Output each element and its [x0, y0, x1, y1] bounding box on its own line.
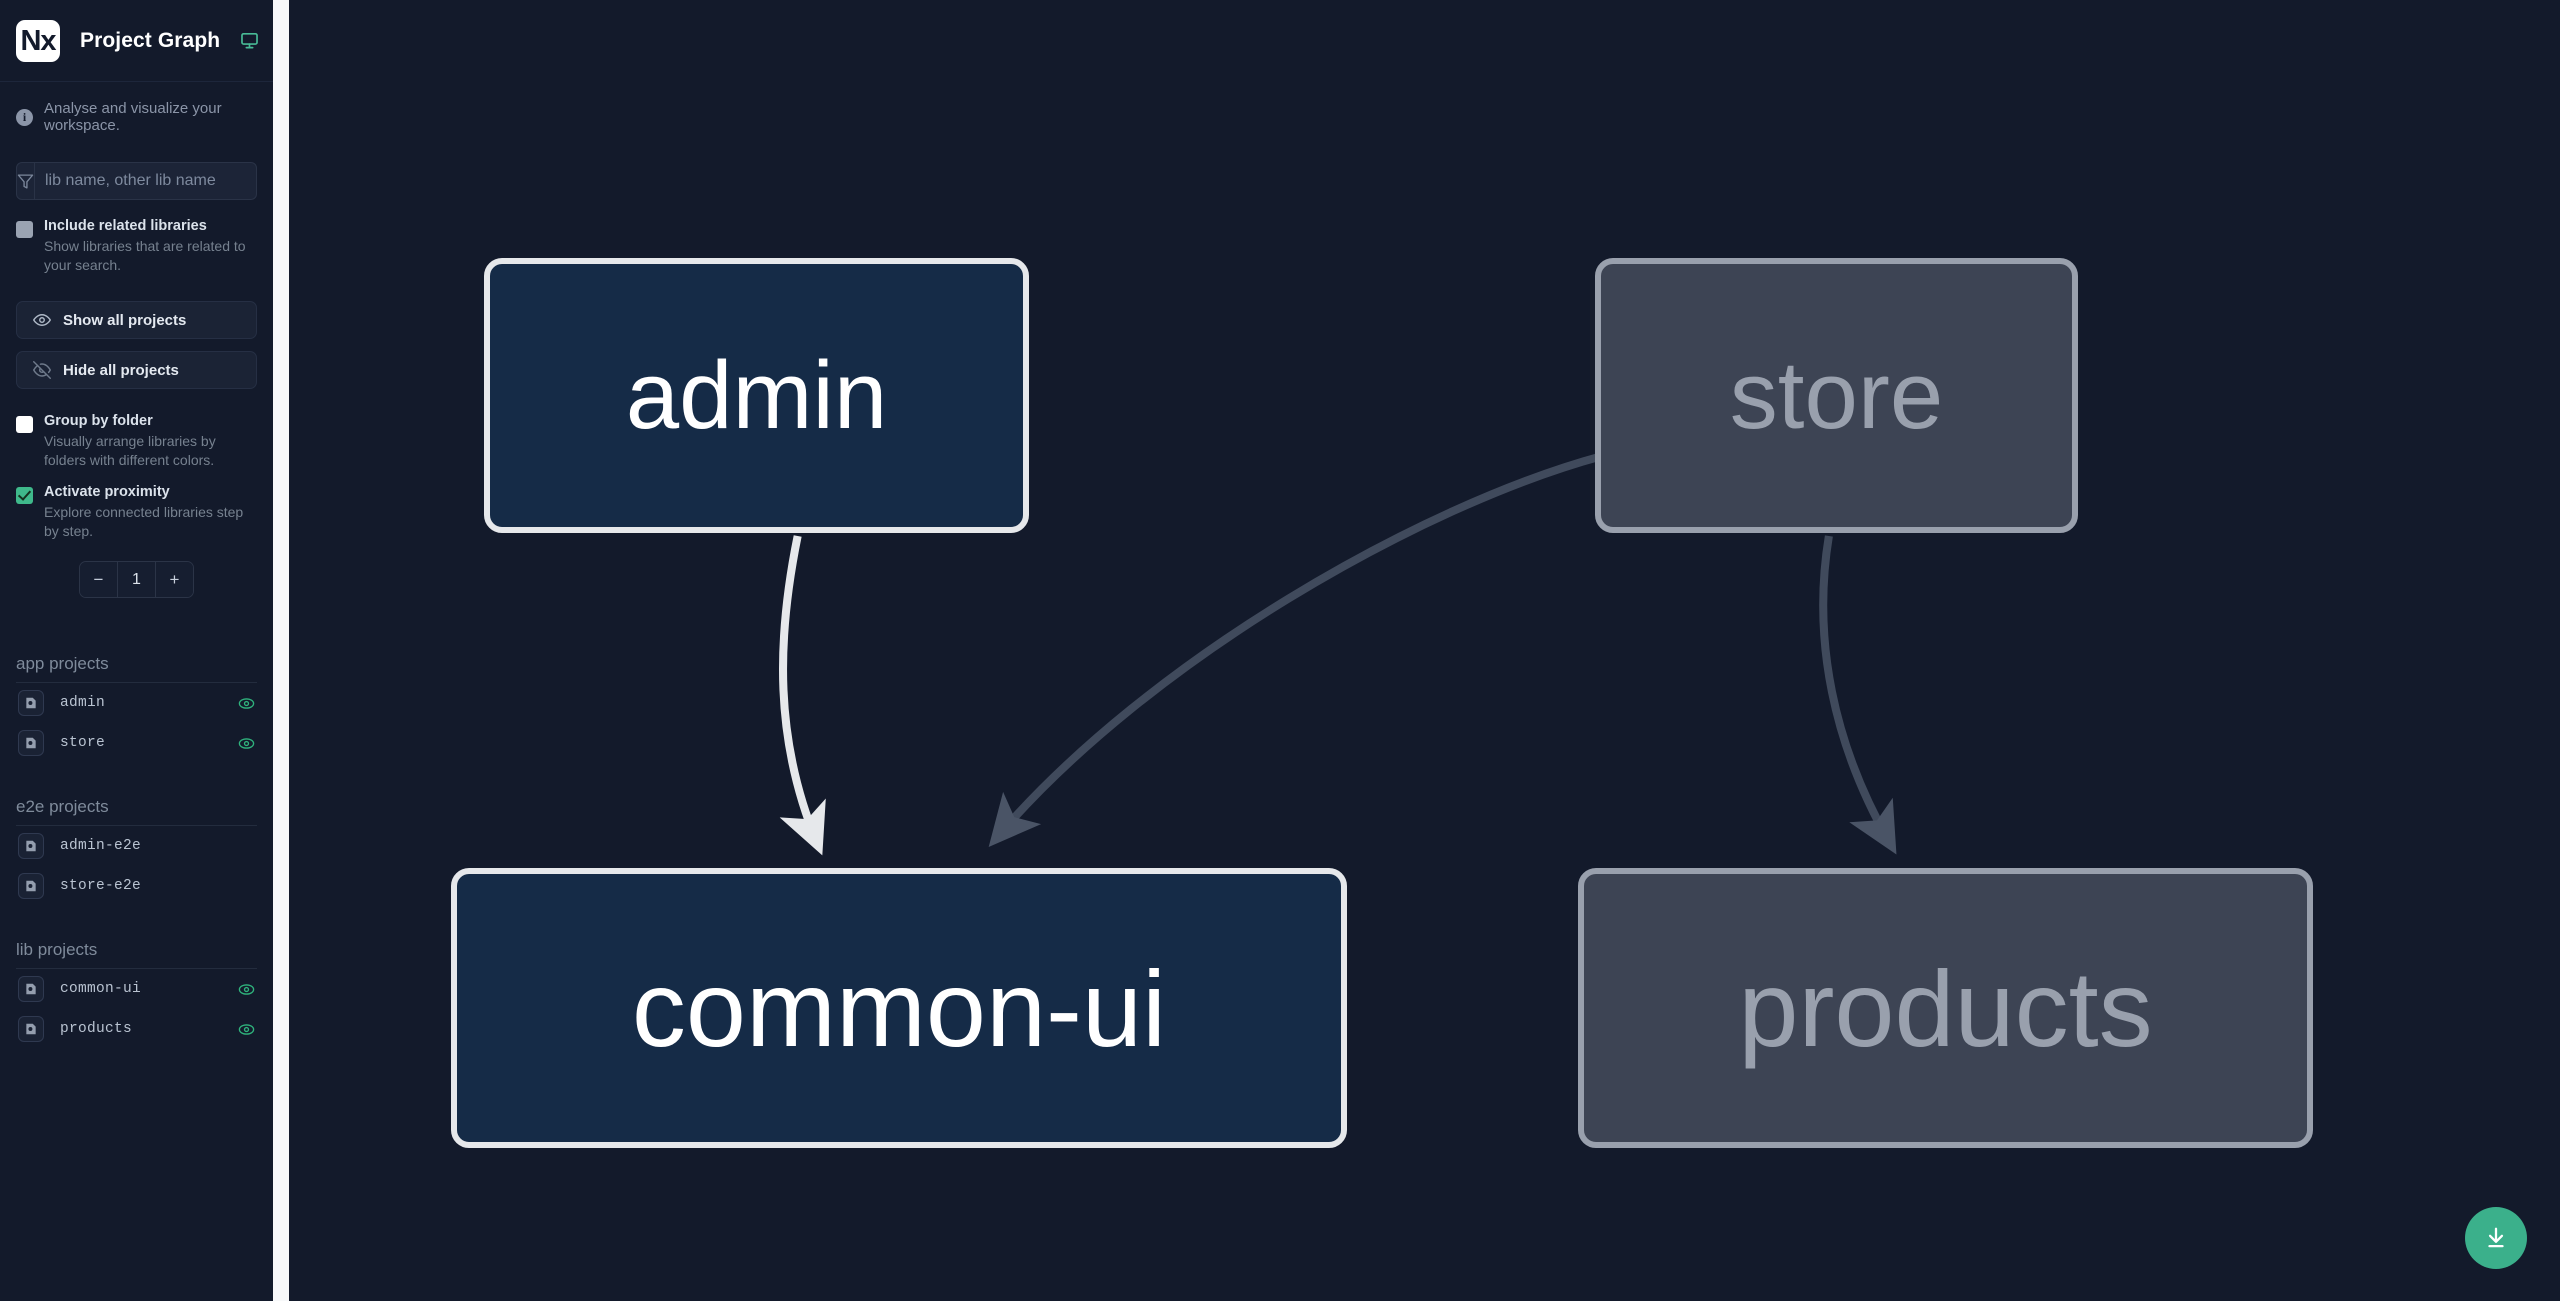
hide-all-projects-label: Hide all projects	[63, 361, 179, 379]
download-button[interactable]	[2465, 1207, 2527, 1269]
graph-node-label: common-ui	[631, 947, 1167, 1069]
project-name: store-e2e	[60, 878, 142, 894]
eye-off-icon	[33, 361, 51, 379]
sidebar: Nx Project Graph i Analyse and visualize…	[0, 0, 273, 1301]
project-visibility-eye-icon[interactable]	[238, 735, 255, 752]
graph-node-label: store	[1729, 341, 1944, 449]
option-title: Include related libraries	[44, 218, 207, 234]
filter-funnel-icon	[17, 163, 35, 199]
graph-node-label: admin	[625, 341, 888, 449]
nx-logo-text: Nx	[20, 24, 56, 57]
option-include-related-libraries[interactable]: Include related libraries Show libraries…	[0, 200, 273, 275]
show-all-projects-button[interactable]: Show all projects	[16, 301, 257, 339]
nx-logo: Nx	[16, 19, 60, 62]
eye-icon	[33, 311, 51, 329]
project-name: products	[60, 1021, 133, 1037]
edge-store-common-ui	[988, 452, 1604, 847]
graph-node-store[interactable]: store	[1595, 258, 2078, 533]
edge-admin-common-ui	[778, 535, 826, 856]
project-visibility-eye-icon[interactable]	[238, 1021, 255, 1038]
project-row-admin-e2e[interactable]: admin-e2e	[12, 826, 261, 866]
proximity-increment-button[interactable]: +	[156, 562, 193, 597]
option-title: Group by folder	[44, 413, 153, 429]
project-name: common-ui	[60, 981, 142, 997]
graph-node-common-ui[interactable]: common-ui	[451, 868, 1347, 1148]
project-icon	[18, 730, 44, 756]
proximity-decrement-button[interactable]: −	[80, 562, 118, 597]
project-name: admin	[60, 695, 106, 711]
sidebar-header: Nx Project Graph	[0, 0, 273, 82]
option-title: Activate proximity	[44, 484, 170, 500]
project-icon	[18, 1016, 44, 1042]
search-bar[interactable]	[16, 162, 257, 200]
project-visibility-eye-icon[interactable]	[238, 695, 255, 712]
graph-node-products[interactable]: products	[1578, 868, 2313, 1148]
option-group-by-folder[interactable]: Group by folder Visually arrange librari…	[0, 389, 273, 470]
tagline: i Analyse and visualize your workspace.	[0, 82, 273, 140]
project-icon	[18, 873, 44, 899]
search-input[interactable]	[35, 163, 256, 199]
section-heading-e2e-projects: e2e projects	[16, 789, 257, 826]
project-row-store[interactable]: store	[12, 723, 261, 763]
project-icon	[18, 690, 44, 716]
graph-node-label: products	[1738, 947, 2153, 1069]
proximity-value: 1	[118, 562, 156, 597]
download-icon	[2483, 1225, 2509, 1251]
option-description: Show libraries that are related to your …	[44, 238, 246, 273]
info-icon: i	[16, 108, 33, 126]
sidebar-scrollbar[interactable]	[273, 0, 289, 1301]
project-row-common-ui[interactable]: common-ui	[12, 969, 261, 1009]
option-description: Visually arrange libraries by folders wi…	[44, 433, 216, 468]
edge-store-products	[1819, 535, 1897, 855]
project-row-store-e2e[interactable]: store-e2e	[12, 866, 261, 906]
hide-all-projects-button[interactable]: Hide all projects	[16, 351, 257, 389]
monitor-icon[interactable]	[240, 31, 259, 50]
graph-node-admin[interactable]: admin	[484, 258, 1029, 533]
proximity-stepper[interactable]: − 1 +	[79, 561, 194, 598]
show-all-projects-label: Show all projects	[63, 311, 187, 329]
option-activate-proximity[interactable]: Activate proximity Explore connected lib…	[0, 470, 273, 541]
project-visibility-eye-icon[interactable]	[238, 981, 255, 998]
tagline-text: Analyse and visualize your workspace.	[44, 100, 222, 134]
section-heading-app-projects: app projects	[16, 646, 257, 683]
project-row-products[interactable]: products	[12, 1009, 261, 1049]
checkbox-activate-proximity[interactable]	[16, 487, 33, 504]
checkbox-group-by-folder[interactable]	[16, 416, 33, 433]
checkbox-include-related-libraries[interactable]	[16, 221, 33, 238]
project-icon	[18, 833, 44, 859]
project-row-admin[interactable]: admin	[12, 683, 261, 723]
option-description: Explore connected libraries step by step…	[44, 504, 244, 539]
graph-canvas[interactable]: admin store common-ui products	[273, 0, 2560, 1301]
project-name: store	[60, 735, 106, 751]
page-title: Project Graph	[80, 28, 221, 52]
project-name: admin-e2e	[60, 838, 142, 854]
project-icon	[18, 976, 44, 1002]
section-heading-lib-projects: lib projects	[16, 932, 257, 969]
